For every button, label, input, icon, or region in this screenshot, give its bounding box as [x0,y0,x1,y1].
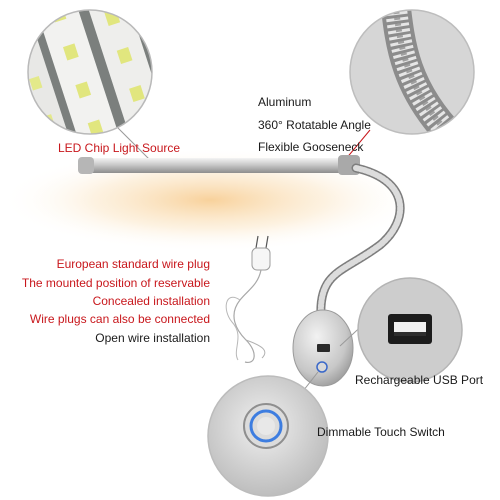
plug-feature-2: The mounted position of reservable [21,276,210,290]
plug-feature-4: Wire plugs can also be connected [29,312,210,326]
gooseneck-zoom-icon [349,9,475,135]
wire-plug-icon [225,235,271,364]
plug-feature-1: European standard wire plug [56,257,210,271]
usb-port-zoom-icon [357,277,463,383]
usb-port-label: Rechargeable USB Port [355,373,484,387]
touch-switch-label: Dimmable Touch Switch [317,425,445,439]
plug-feature-5: Open wire installation [95,331,210,345]
arm-feature-3: Flexible Gooseneck [258,140,364,154]
led-chip-label: LED Chip Light Source [58,141,181,155]
lamp-base-icon [292,309,354,387]
led-callout-line [117,127,151,161]
light-glow [0,148,420,252]
led-tube [78,155,360,175]
plug-feature-3: Concealed installation [92,294,210,308]
gooseneck-arm [316,163,405,335]
led-chip-zoom-icon [27,9,153,135]
touch-switch-zoom-icon [207,375,329,497]
arm-feature-1: Aluminum [258,95,312,109]
arm-feature-2: 360° Rotatable Angle [258,118,371,132]
